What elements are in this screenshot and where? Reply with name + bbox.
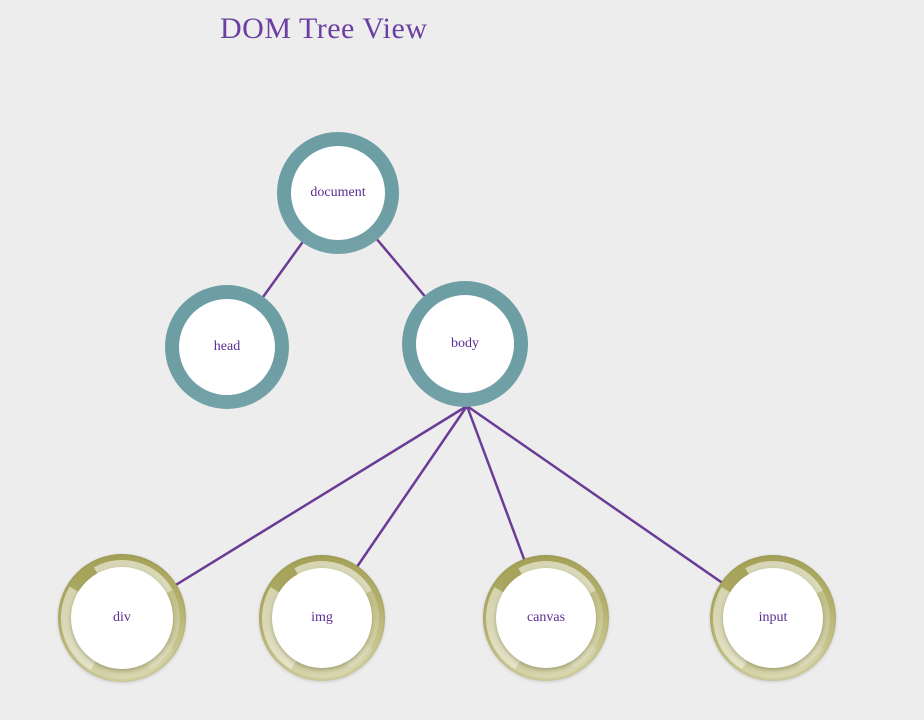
node-face: input (723, 568, 823, 668)
node-face: body (416, 295, 514, 393)
node-label: body (451, 336, 479, 351)
tree-node-body[interactable]: body (402, 281, 528, 407)
page-title: DOM Tree View (220, 12, 428, 45)
tree-node-document[interactable]: document (277, 132, 399, 254)
tree-node-input[interactable]: input (710, 555, 836, 681)
tree-node-head[interactable]: head (165, 285, 289, 409)
edge-body-div (121, 404, 468, 620)
node-label: canvas (526, 610, 566, 625)
node-label: div (113, 610, 131, 625)
node-face: canvas (496, 568, 596, 668)
node-label: input (758, 610, 788, 625)
node-face: head (179, 299, 275, 395)
node-label: document (310, 185, 366, 200)
tree-node-canvas[interactable]: canvas (483, 555, 609, 681)
node-label: head (213, 339, 241, 354)
tree-node-div[interactable]: div (58, 554, 186, 682)
node-face: img (272, 568, 372, 668)
node-face: div (71, 567, 173, 669)
node-label: img (311, 610, 333, 625)
tree-node-img[interactable]: img (259, 555, 385, 681)
node-face: document (291, 146, 385, 240)
